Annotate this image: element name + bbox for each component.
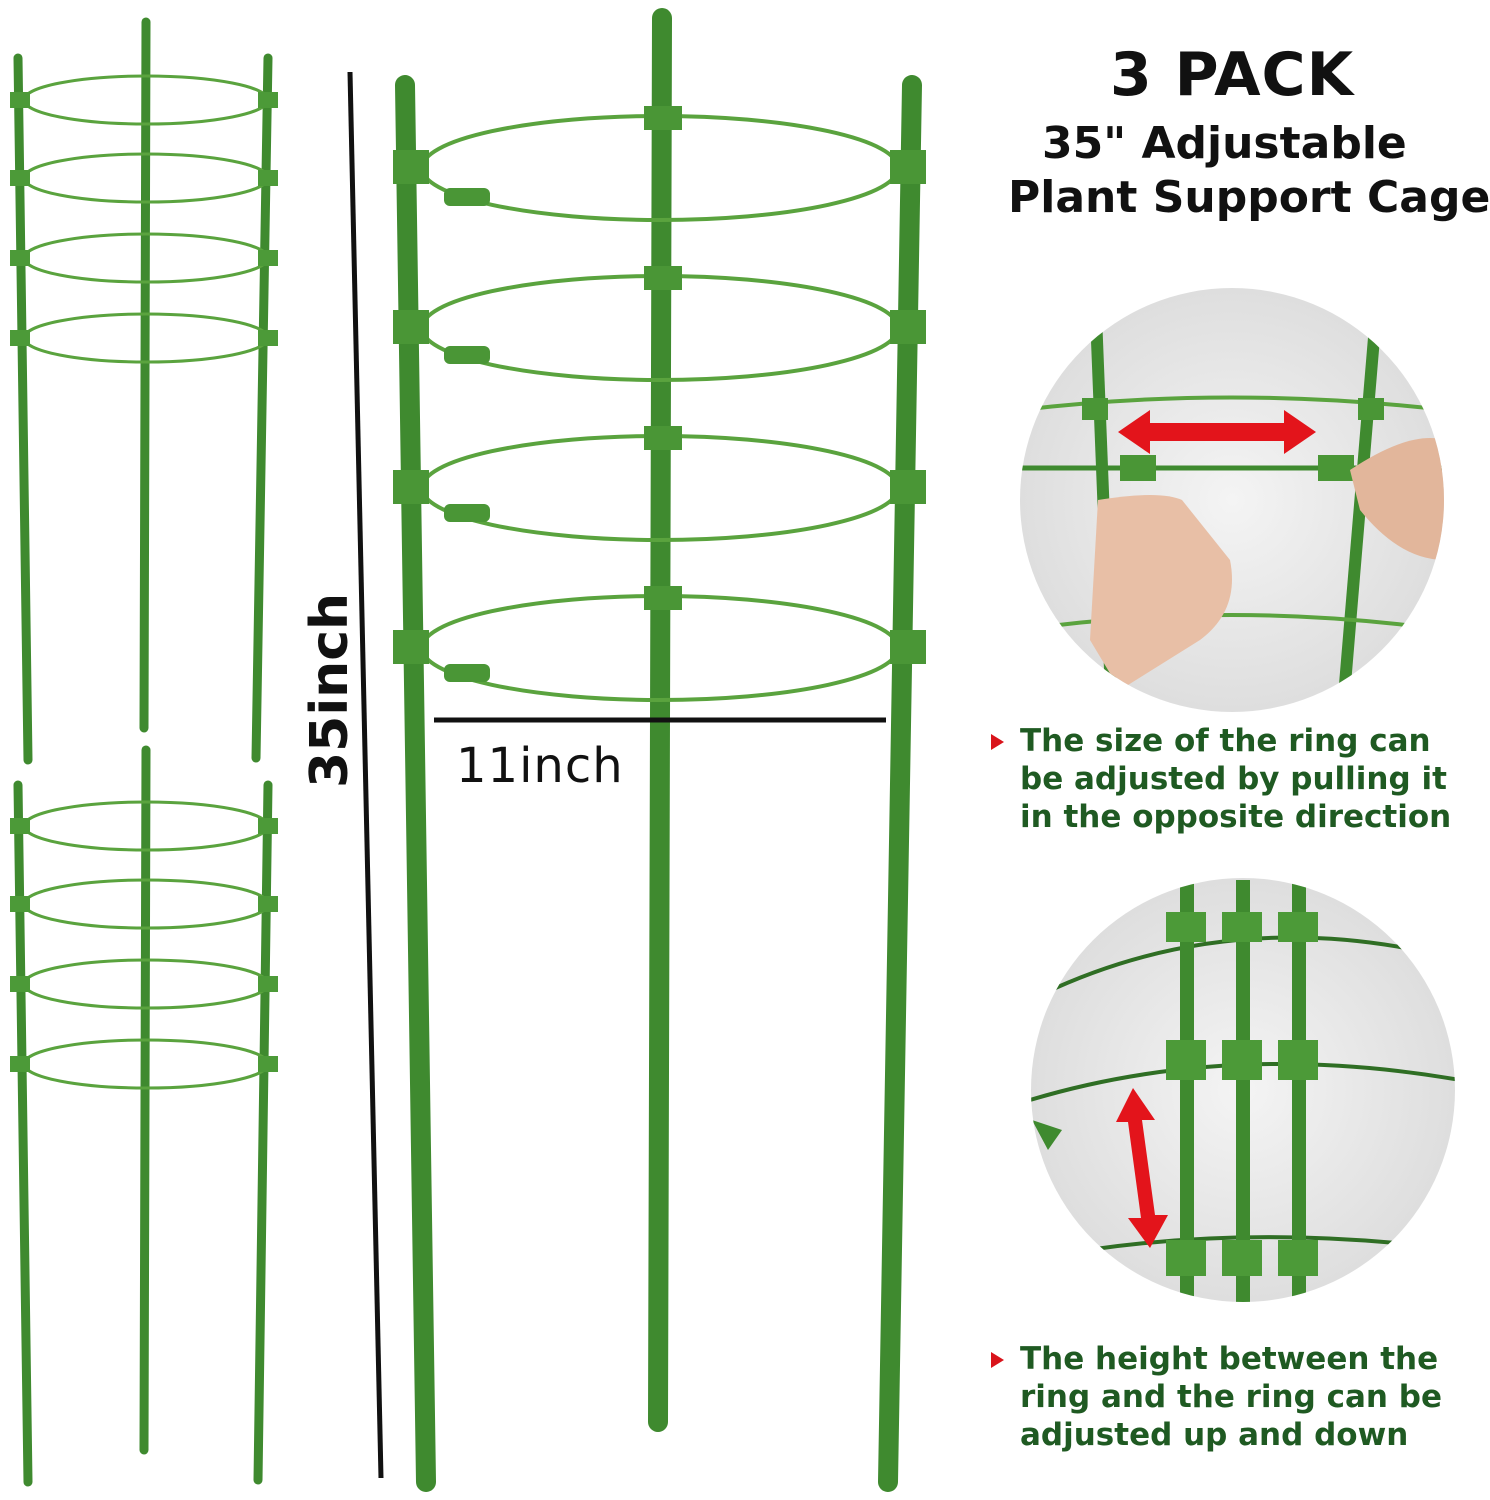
feature-line: in the opposite direction [1020,799,1452,835]
width-label: 11inch [456,738,624,794]
detail-photo-ring-height [1031,878,1455,1302]
bullet-triangle-icon [991,734,1004,750]
detail-photo-ring-size [1020,288,1444,712]
feature-line: ring and the ring can be [1020,1379,1442,1415]
vertical-double-arrow [1116,1088,1168,1248]
feature-line: be adjusted by pulling it [1020,761,1447,797]
pack-count-title: 3 PACK [1110,40,1355,110]
small-cage-top [10,17,278,765]
feature-line: adjusted up and down [1020,1417,1409,1453]
feature-line: The size of the ring can [1020,723,1431,759]
bullet-triangle-icon [991,1352,1004,1368]
product-subtitle-line-2: Plant Support Cage [1008,172,1490,223]
feature-note-ring-size: The size of the ring can be adjusted by … [1020,722,1451,836]
horizontal-double-arrow [1118,410,1316,454]
product-subtitle-line-1: 35" Adjustable [1042,118,1407,169]
small-cage-bottom [10,745,278,1487]
feature-note-ring-height: The height between the ring and the ring… [1020,1340,1442,1454]
height-measure-line [347,71,384,1479]
height-label: 35inch [300,592,360,788]
feature-line: The height between the [1020,1341,1439,1377]
